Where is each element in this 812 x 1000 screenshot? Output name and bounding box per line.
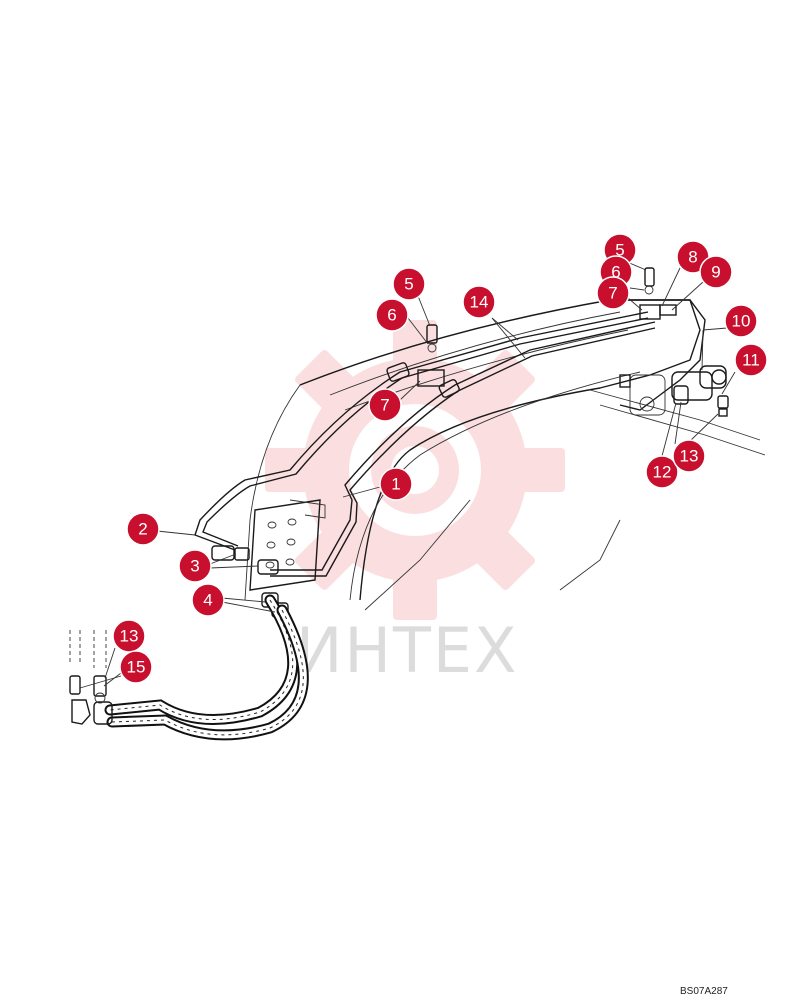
svg-text:4: 4	[203, 591, 212, 610]
svg-text:13: 13	[120, 627, 139, 646]
callout-10: 10	[724, 304, 758, 338]
svg-text:6: 6	[387, 306, 396, 325]
svg-text:12: 12	[653, 463, 672, 482]
figure-code: BS07A287	[680, 986, 728, 997]
callout-9: 9	[699, 255, 733, 289]
callout-15: 15	[119, 650, 153, 684]
callout-5-left: 5	[392, 267, 426, 301]
valve-block	[619, 365, 729, 417]
svg-text:7: 7	[380, 396, 389, 415]
watermark-text: ИНТЕХ	[296, 614, 519, 687]
callout-3: 3	[178, 549, 212, 583]
leader-lines	[79, 261, 736, 689]
svg-text:11: 11	[742, 351, 760, 370]
flexible-hoses	[104, 594, 309, 741]
svg-text:3: 3	[190, 557, 199, 576]
callout-14: 14	[462, 285, 496, 319]
callout-11: 11	[734, 343, 768, 377]
callout-12: 12	[645, 455, 679, 489]
svg-text:14: 14	[470, 293, 489, 312]
callout-7-left: 7	[368, 388, 402, 422]
boom-outline	[244, 299, 766, 611]
mounting-plate	[249, 499, 326, 591]
svg-text:10: 10	[732, 312, 751, 331]
svg-text:15: 15	[127, 658, 146, 677]
svg-text:2: 2	[138, 520, 147, 539]
callout-13-left: 13	[112, 619, 146, 653]
callout-4: 4	[191, 583, 225, 617]
left-end-fittings	[69, 630, 113, 725]
callout-1: 1	[379, 467, 413, 501]
watermark-gear-icon	[265, 320, 565, 620]
svg-text:13: 13	[680, 447, 699, 466]
svg-text:5: 5	[615, 241, 624, 260]
svg-text:9: 9	[711, 263, 720, 282]
callout-6-left: 6	[375, 298, 409, 332]
svg-text:6: 6	[611, 263, 620, 282]
callout-7-right: 7	[596, 276, 630, 310]
svg-text:5: 5	[404, 275, 413, 294]
svg-text:1: 1	[391, 475, 400, 494]
callout-13-right: 13	[672, 439, 706, 473]
svg-text:7: 7	[608, 284, 617, 303]
callout-2: 2	[126, 512, 160, 546]
svg-text:8: 8	[688, 248, 697, 267]
